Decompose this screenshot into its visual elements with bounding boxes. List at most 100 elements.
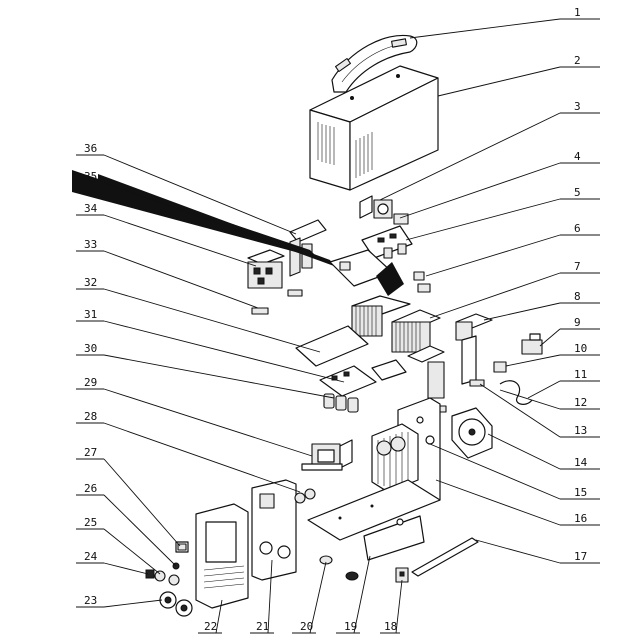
- leader-line-16: [435, 479, 561, 526]
- part-main-bus-board: [251, 249, 404, 315]
- callout-number-29: 29: [84, 376, 97, 389]
- callout-number-33: 33: [84, 238, 97, 251]
- leader-line-5: [405, 198, 561, 241]
- callout-number-10: 10: [574, 342, 587, 355]
- leader-line-29: [103, 388, 313, 457]
- leader-line-2: [437, 66, 561, 97]
- part-29-inductor: [301, 439, 353, 471]
- leader-line-26: [103, 494, 177, 567]
- leader-line-7: [429, 272, 561, 319]
- callout-number-27: 27: [84, 446, 97, 459]
- callout-number-24: 24: [84, 550, 98, 563]
- part-center-heatsink-bracket: [407, 345, 445, 399]
- callout-number-12: 12: [574, 396, 587, 409]
- callout-number-21: 21: [256, 620, 269, 633]
- leader-line-20: [309, 561, 327, 634]
- callout-number-1: 1: [574, 6, 581, 19]
- part-10-block: [493, 361, 507, 373]
- part-21-front-panel: [251, 479, 316, 581]
- callout-labels: 1234567891011121314151617181920212223242…: [84, 6, 588, 633]
- callout-number-6: 6: [574, 222, 581, 235]
- callout-number-30: 30: [84, 342, 97, 355]
- part-25-knobs: [154, 570, 180, 586]
- leader-line-11: [527, 380, 561, 399]
- part-33-board: [295, 325, 369, 367]
- leader-line-15: [429, 443, 561, 500]
- part-8-bracket: [455, 313, 493, 385]
- part-handle: [331, 34, 418, 93]
- callout-number-8: 8: [574, 290, 581, 303]
- leader-line-22: [215, 599, 223, 634]
- part-14-fan: [451, 407, 493, 459]
- leader-line-13: [479, 383, 561, 438]
- leader-line-36: [103, 154, 297, 235]
- leader-line-32: [103, 288, 321, 353]
- part-23-dinse-sockets: [159, 591, 193, 617]
- part-31-power-board: [319, 365, 377, 397]
- callout-number-36: 36: [84, 142, 97, 155]
- callout-number-34: 34: [84, 202, 98, 215]
- leader-line-1: [409, 18, 561, 39]
- leader-line-9: [539, 328, 561, 347]
- leader-line-19: [353, 555, 371, 634]
- callout-number-17: 17: [574, 550, 587, 563]
- callout-number-23: 23: [84, 594, 97, 607]
- part-18-foot: [395, 567, 409, 583]
- callout-number-32: 32: [84, 276, 97, 289]
- part-17-rail: [411, 537, 479, 577]
- leader-line-23: [103, 599, 163, 608]
- leader-line-18: [395, 579, 403, 634]
- callout-number-5: 5: [574, 186, 581, 199]
- leader-line-14: [487, 433, 561, 470]
- callout-number-22: 22: [204, 620, 217, 633]
- part-27-label: [175, 541, 189, 553]
- callout-number-15: 15: [574, 486, 587, 499]
- callout-number-11: 11: [574, 368, 587, 381]
- callout-number-16: 16: [574, 512, 587, 525]
- part-top-cover: [309, 65, 439, 191]
- part-9-relay: [521, 333, 543, 355]
- callout-number-7: 7: [574, 260, 581, 273]
- part-22-front-bezel: [195, 503, 249, 609]
- part-3-bracket: [359, 195, 393, 219]
- callout-number-31: 31: [84, 308, 97, 321]
- part-32-insulator: [371, 359, 407, 381]
- callout-number-14: 14: [574, 456, 588, 469]
- leader-line-17: [475, 539, 561, 564]
- leader-line-4: [399, 162, 561, 219]
- leader-line-12: [499, 389, 561, 410]
- callout-number-3: 3: [574, 100, 581, 113]
- callout-number-18: 18: [384, 620, 397, 633]
- leader-line-30: [103, 354, 335, 399]
- part-24-switch: [145, 569, 155, 579]
- callout-number-2: 2: [574, 54, 581, 67]
- leader-line-6: [425, 234, 561, 277]
- part-15-heatsink: [371, 423, 419, 493]
- leader-line-28: [103, 422, 301, 493]
- leader-line-35: [103, 182, 319, 259]
- part-7-transformer: [351, 295, 441, 353]
- leader-line-25: [103, 528, 161, 575]
- leader-lines: [76, 18, 600, 634]
- leader-line-8: [483, 302, 561, 321]
- part-4-sensor: [393, 213, 409, 225]
- callout-number-20: 20: [300, 620, 313, 633]
- callout-number-19: 19: [344, 620, 357, 633]
- leader-line-10: [505, 354, 561, 367]
- leader-line-27: [103, 458, 181, 547]
- part-6-clips: [413, 271, 431, 293]
- leader-line-34: [103, 214, 257, 267]
- leader-line-24: [103, 562, 149, 575]
- callout-number-13: 13: [574, 424, 587, 437]
- callout-number-35: 35: [84, 170, 97, 183]
- leader-line-31: [103, 320, 345, 383]
- leader-line-3: [379, 112, 561, 201]
- leader-line-21: [267, 559, 273, 634]
- part-19-base-plate: [307, 479, 441, 561]
- part-20-feet: [319, 555, 359, 581]
- callout-number-4: 4: [574, 150, 581, 163]
- callout-number-25: 25: [84, 516, 97, 529]
- callout-number-28: 28: [84, 410, 97, 423]
